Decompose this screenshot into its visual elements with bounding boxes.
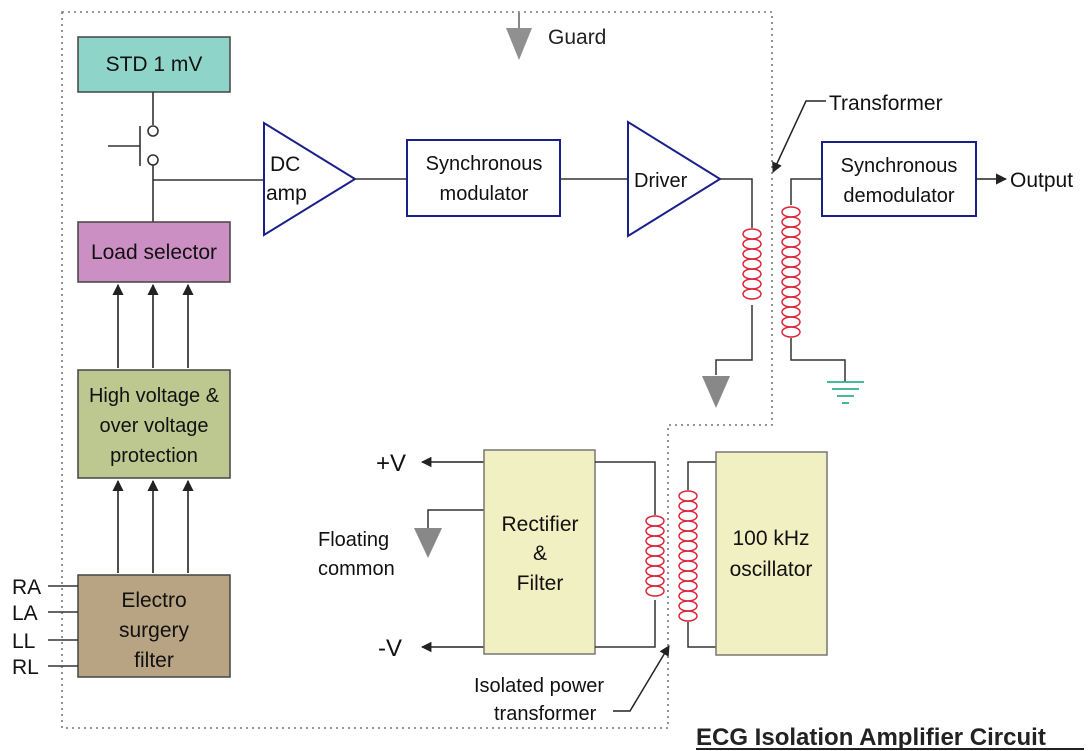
rectifier-line-2: & bbox=[533, 542, 547, 565]
oscillator-block bbox=[715, 451, 828, 656]
dc-amp-triangle bbox=[263, 121, 357, 237]
lead-rl: RL bbox=[12, 656, 39, 679]
lead-ll: LL bbox=[12, 630, 35, 653]
oscillator-coil-wires bbox=[687, 461, 716, 648]
secondary-wires bbox=[790, 178, 846, 382]
isolated-power-pointer bbox=[613, 645, 670, 712]
hv-to-load-arrows bbox=[112, 283, 194, 368]
sync-mod-line-1: Synchronous bbox=[426, 153, 543, 175]
lead-wires bbox=[48, 585, 78, 667]
power-transformer-primary-coil bbox=[678, 490, 698, 622]
transformer-label: Transformer bbox=[829, 92, 943, 115]
floating-common-wire bbox=[427, 509, 484, 528]
std-1mv-label: STD 1 mV bbox=[106, 53, 203, 76]
signal-transformer-secondary-coil bbox=[781, 206, 801, 338]
dc-amp-line-1: DC bbox=[270, 153, 300, 176]
hv-line-2: over voltage bbox=[100, 415, 209, 437]
sync-mod-line-2: modulator bbox=[440, 183, 529, 205]
synchronous-demodulator-block bbox=[821, 141, 977, 217]
rectifier-line-3: Filter bbox=[517, 572, 564, 595]
guard-boundary bbox=[61, 11, 773, 729]
calibration-switch bbox=[108, 92, 264, 222]
guard-label: Guard bbox=[548, 26, 606, 49]
earth-ground-symbol bbox=[827, 381, 864, 404]
output-label: Output bbox=[1010, 169, 1073, 192]
power-transformer-secondary-coil bbox=[645, 515, 665, 597]
std-1mv-block bbox=[77, 36, 231, 93]
esf-line-1: Electro bbox=[121, 589, 186, 612]
floating-common-line-1: Floating bbox=[318, 529, 389, 551]
rectifier-line-1: Rectifier bbox=[501, 513, 578, 536]
minus-v-label: -V bbox=[378, 635, 402, 662]
sync-demod-line-1: Synchronous bbox=[841, 155, 958, 177]
synchronous-modulator-block bbox=[406, 139, 561, 217]
hv-line-3: protection bbox=[110, 445, 198, 467]
isolated-power-line-2: transformer bbox=[494, 703, 597, 725]
plus-v-label: +V bbox=[376, 450, 406, 477]
load-selector-block bbox=[77, 221, 231, 283]
lead-ra: RA bbox=[12, 576, 41, 599]
esf-to-hv-arrows bbox=[112, 479, 194, 573]
diagram-title: ECG Isolation Amplifier Circuit bbox=[696, 724, 1046, 751]
sync-demod-line-2: demodulator bbox=[843, 185, 955, 207]
signal-transformer-primary-coil bbox=[742, 228, 762, 300]
load-selector-label: Load selector bbox=[91, 241, 217, 264]
isolated-ground-symbol bbox=[702, 376, 730, 408]
esf-line-3: filter bbox=[134, 649, 174, 672]
oscillator-line-1: 100 kHz bbox=[732, 527, 809, 550]
oscillator-line-2: oscillator bbox=[730, 558, 813, 581]
driver-triangle bbox=[627, 120, 722, 238]
driver-output-wire bbox=[715, 178, 753, 375]
isolated-power-line-1: Isolated power bbox=[474, 675, 604, 697]
lead-la: LA bbox=[12, 602, 38, 625]
rectifier-filter-block bbox=[483, 449, 596, 655]
driver-label: Driver bbox=[634, 170, 688, 192]
rectifier-coil-wires bbox=[595, 461, 656, 648]
floating-common-line-2: common bbox=[318, 558, 395, 580]
esf-line-2: surgery bbox=[119, 619, 190, 642]
dc-amp-line-2: amp bbox=[266, 182, 307, 205]
floating-common-symbol bbox=[414, 528, 442, 558]
transformer-pointer bbox=[772, 100, 826, 173]
guard-symbol bbox=[506, 13, 532, 60]
hv-line-1: High voltage & bbox=[89, 385, 220, 407]
hv-protection-block bbox=[77, 369, 231, 479]
electro-surgery-filter-block bbox=[77, 574, 231, 678]
